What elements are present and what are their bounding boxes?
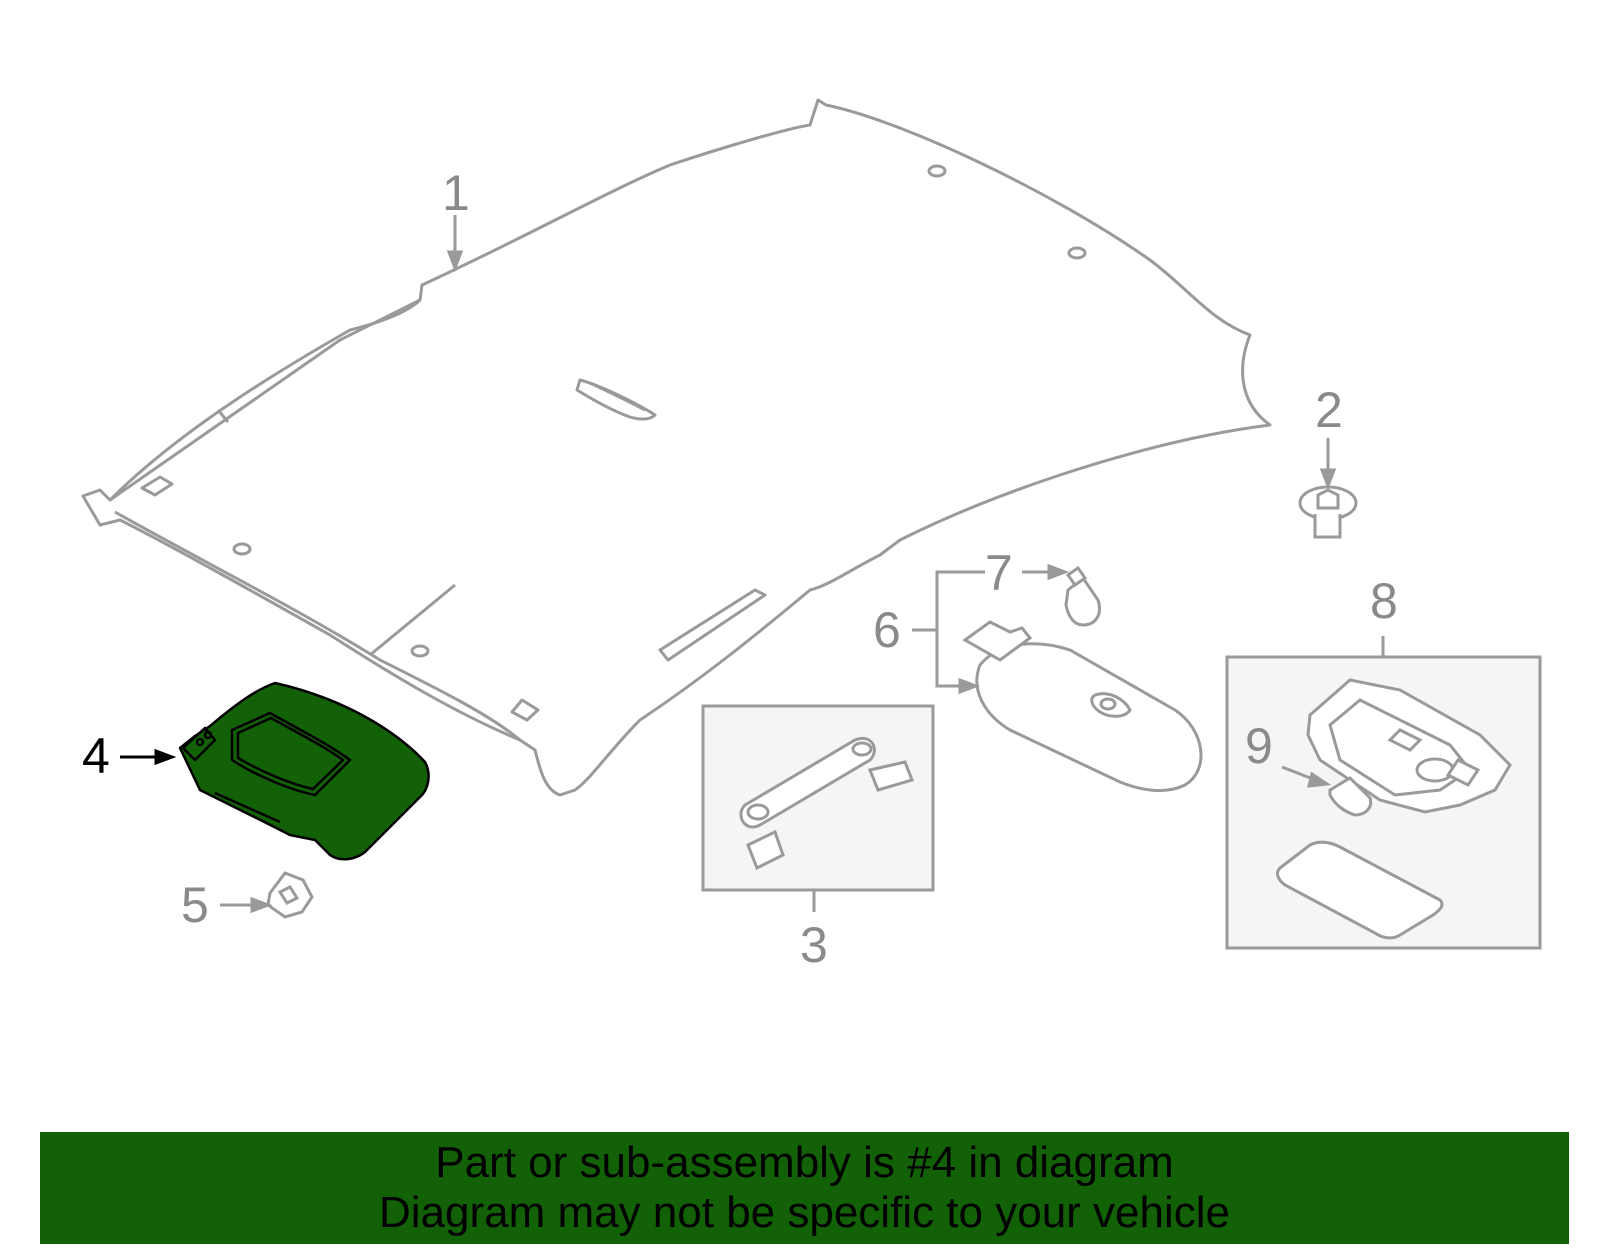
leader-arrow-1 — [446, 215, 464, 273]
leader-arrow-9 — [1281, 765, 1332, 788]
callout-4: 4 — [82, 728, 110, 784]
headliner-part — [81, 98, 1272, 797]
map-lamp-box — [1225, 636, 1542, 950]
callout-9: 9 — [1245, 718, 1273, 774]
leader-arrow-2 — [1319, 438, 1337, 491]
callout-2: 2 — [1315, 382, 1343, 438]
clip-part — [1298, 485, 1358, 539]
callout-3: 3 — [800, 917, 828, 973]
leader-arrow-4 — [120, 748, 177, 766]
banner-line-part: Part or sub-assembly is #4 in diagram — [435, 1138, 1174, 1187]
visor-clip-part — [266, 871, 314, 919]
info-banner: Part or sub-assembly is #4 in diagram Di… — [40, 1132, 1569, 1244]
callout-7: 7 — [985, 545, 1013, 601]
callout-6: 6 — [873, 602, 901, 658]
callout-5: 5 — [181, 877, 209, 933]
map-lamp-lens — [1276, 840, 1444, 940]
callout-8: 8 — [1370, 573, 1398, 629]
grab-handle — [739, 736, 876, 829]
callout-1: 1 — [442, 165, 470, 221]
sun-visor-part — [178, 681, 430, 861]
bracket-6 — [912, 570, 985, 695]
lamp-assembly-part — [962, 565, 1203, 792]
leader-arrow-5 — [220, 896, 273, 914]
leader-arrow-7 — [1022, 563, 1070, 581]
banner-line-disclaimer: Diagram may not be specific to your vehi… — [378, 1188, 1231, 1237]
grab-handle-box — [701, 704, 935, 912]
